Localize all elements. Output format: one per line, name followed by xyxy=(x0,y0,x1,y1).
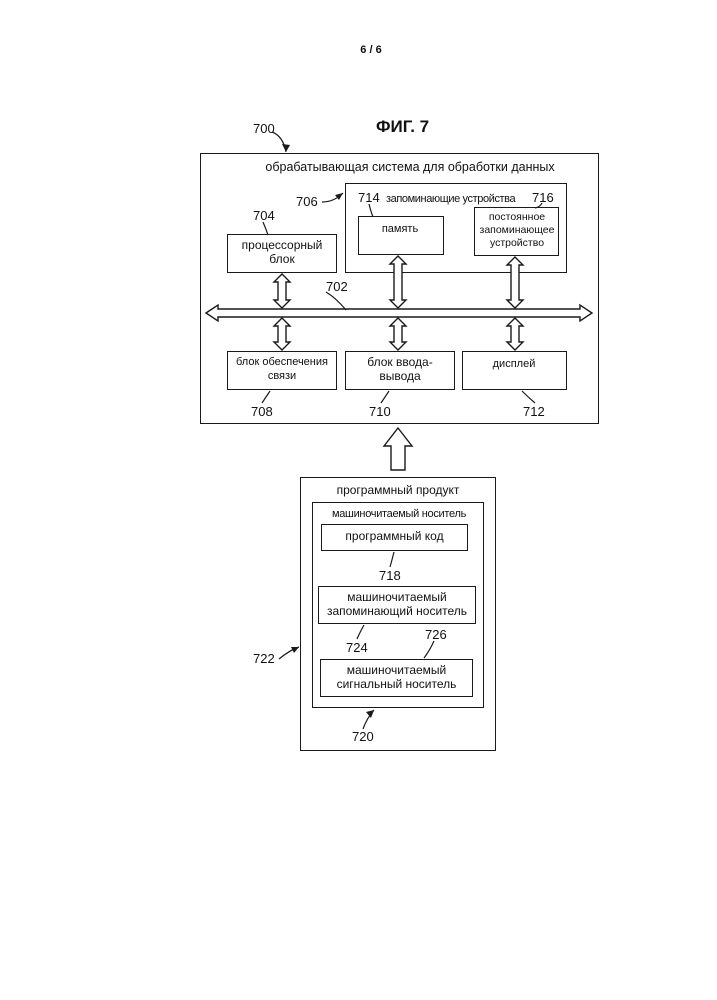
leader-718 xyxy=(390,552,394,567)
leader-714 xyxy=(369,204,373,217)
comms-bus-arrow xyxy=(274,318,290,350)
leader-726 xyxy=(424,641,434,658)
leader-724 xyxy=(357,625,364,639)
leader-700 xyxy=(272,132,286,152)
io-bus-arrow xyxy=(390,318,406,350)
processor-bus-arrow xyxy=(274,274,290,308)
leader-716 xyxy=(535,203,542,208)
leader-712 xyxy=(522,391,535,403)
leader-704 xyxy=(263,222,268,235)
leader-710 xyxy=(381,391,389,403)
leader-702 xyxy=(326,292,346,310)
leader-708 xyxy=(262,391,270,403)
product-to-system-arrow xyxy=(384,428,412,470)
persistent-bus-arrow xyxy=(507,257,523,308)
memory-bus-arrow xyxy=(390,256,406,308)
display-bus-arrow xyxy=(507,318,523,350)
